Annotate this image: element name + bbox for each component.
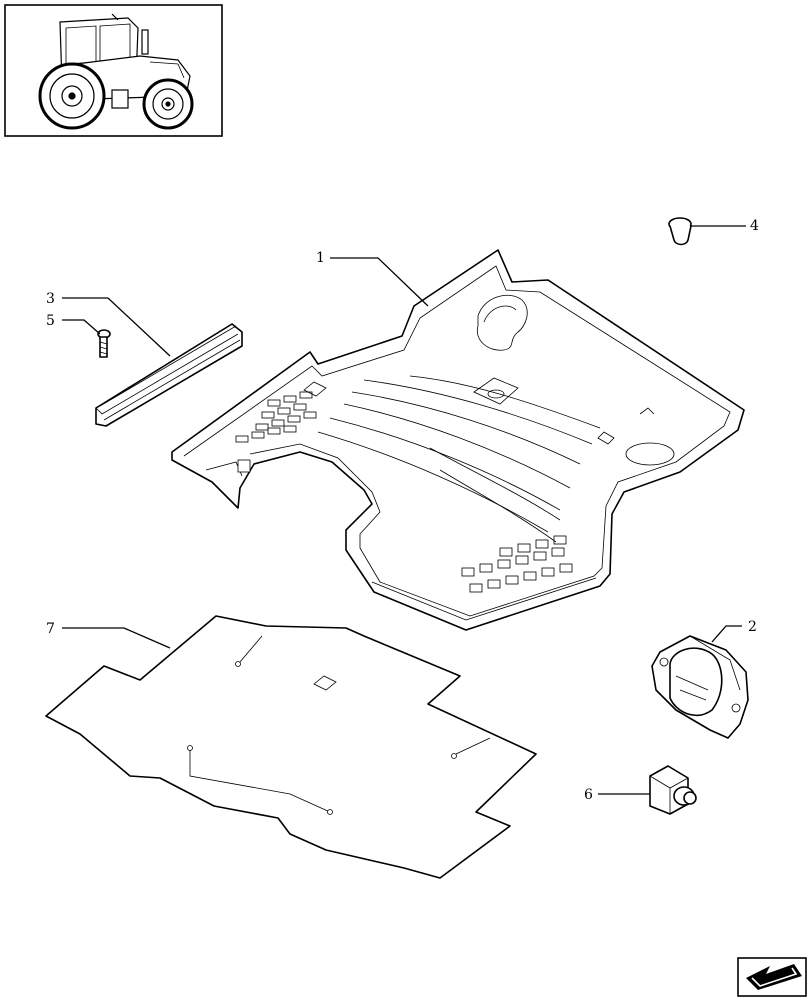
callout-labels: 1 2 3 4 5 6 7 [46,218,759,803]
part-2-rubber-mount[interactable] [651,635,749,739]
tractor-icon [38,13,194,130]
nav-arrow-button[interactable] [737,957,807,997]
leader-lines [62,225,746,795]
callout-4: 4 [750,218,759,234]
callout-5: 5 [46,313,55,329]
part-7-insulation-sheet[interactable] [45,615,537,879]
tractor-thumbnail[interactable] [4,4,223,137]
part-6-bump-stop[interactable] [649,765,697,815]
arrow-left-down-icon [746,964,802,990]
part-4-plug[interactable] [668,217,692,246]
part-5-screw[interactable] [97,329,111,358]
callout-1: 1 [316,250,325,266]
callout-3: 3 [46,291,55,307]
part-3-angle-strip[interactable] [95,323,243,427]
callout-2: 2 [748,619,757,635]
part-1-floor-mat[interactable] [171,249,745,631]
callout-6: 6 [584,787,593,803]
callout-7: 7 [46,621,55,637]
